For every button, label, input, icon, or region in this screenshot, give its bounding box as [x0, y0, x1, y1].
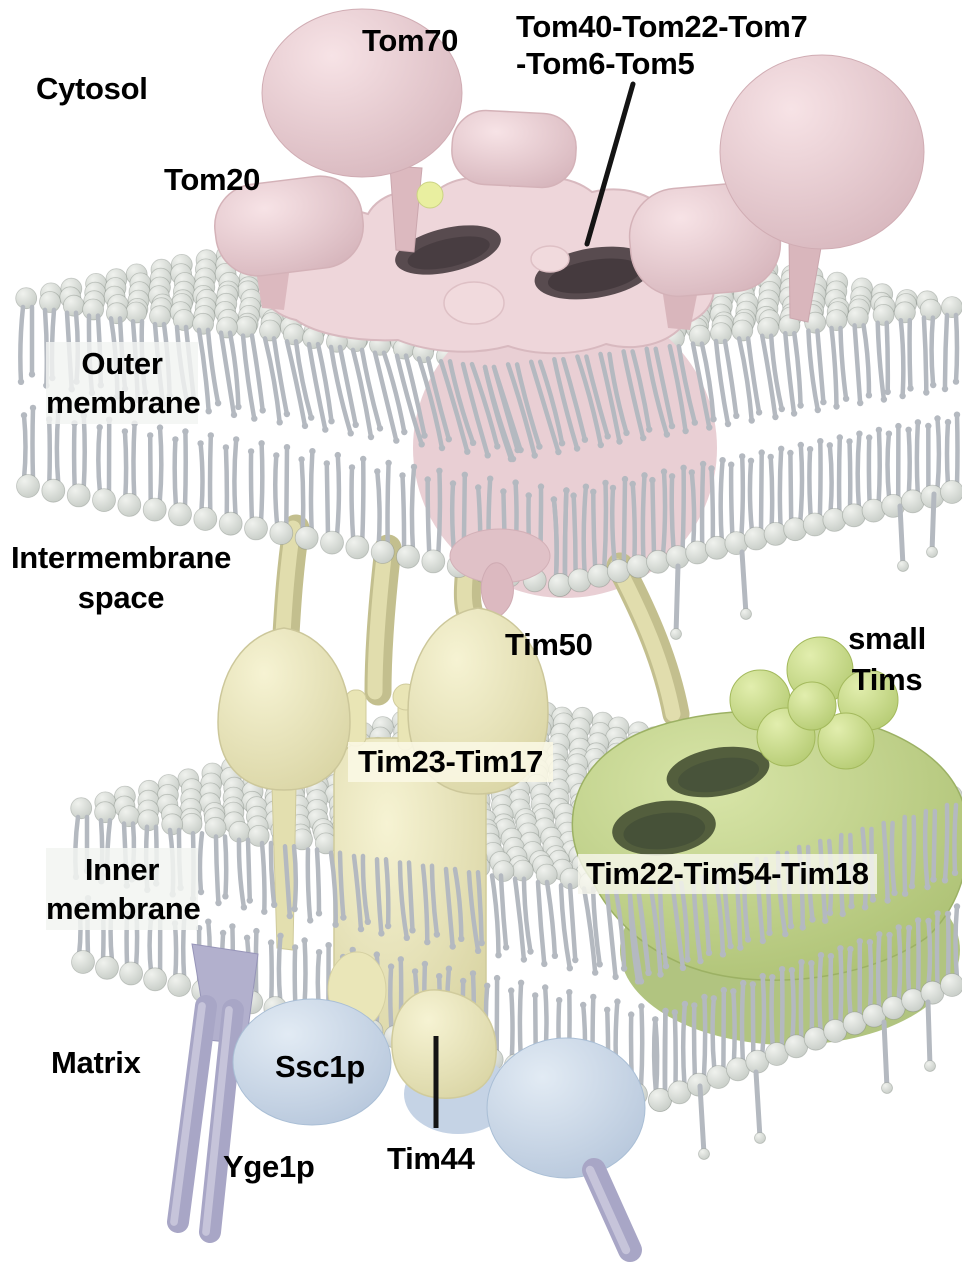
label-cytosol: Cytosol	[36, 71, 148, 106]
label-small-tims-line1: small	[848, 621, 926, 656]
tom70-stalk-left	[389, 165, 423, 253]
substrate-sphere	[416, 181, 444, 209]
yge1p-rod	[167, 995, 217, 1233]
label-tom40-complex: Tom40-Tom22-Tom7 -Tom6-Tom5	[516, 8, 808, 82]
label-tim50: Tim50	[505, 627, 593, 662]
tom70-domain-right	[719, 54, 925, 250]
tim22-pore-upper	[666, 746, 770, 798]
label-small-tims: small Tims	[836, 618, 938, 700]
tim22-pore-lower	[612, 800, 716, 856]
label-ssc1p: Ssc1p	[275, 1049, 365, 1084]
tom40-pore-left	[395, 225, 501, 275]
tom-small-subunit	[530, 245, 570, 273]
label-tom20: Tom20	[164, 162, 261, 197]
tom70-domain-left	[261, 8, 463, 178]
yge1p-rod	[199, 999, 244, 1243]
label-small-tims-line2: Tims	[851, 662, 923, 697]
label-intermembrane-space: Intermembrane space	[0, 538, 242, 618]
yge1p-rod-right	[582, 1158, 642, 1262]
tim44-protein	[391, 989, 497, 1099]
label-tim22-tim54-tim18: Tim22-Tim54-Tim18	[578, 854, 877, 894]
label-yge1p: Yge1p	[223, 1149, 315, 1184]
label-inner-membrane-line1: Inner	[84, 852, 160, 887]
outer-membrane-right-face	[482, 312, 962, 597]
label-inner-membrane-line2: membrane	[46, 891, 201, 926]
label-tim44: Tim44	[387, 1141, 475, 1176]
tom40-channel-bottom	[449, 528, 551, 619]
label-intermembrane-space-line1: Intermembrane	[10, 540, 232, 575]
tom-complex	[214, 8, 925, 355]
label-outer-membrane: Outer membrane	[46, 342, 201, 424]
label-matrix: Matrix	[51, 1045, 141, 1080]
tom-small-subunit	[443, 281, 505, 325]
label-tim23-tim17: Tim23-Tim17	[348, 742, 554, 782]
small-tims-cluster	[729, 636, 899, 770]
tom40-pointer-line	[584, 81, 636, 247]
matrix-proteins	[167, 943, 646, 1262]
inner-membrane-right-face	[627, 802, 962, 1112]
matrix-chaperone-right	[486, 1037, 646, 1179]
tom-receptor-stalk	[662, 288, 698, 330]
label-tom40-complex-line1: Tom40-Tom22-Tom7	[516, 9, 808, 44]
label-tom40-complex-line2: -Tom6-Tom5	[516, 46, 695, 81]
label-outer-membrane-line2: membrane	[46, 385, 201, 420]
ssc1p-chaperone	[232, 998, 392, 1126]
tim50-left	[217, 627, 351, 791]
label-inner-membrane: Inner membrane	[46, 848, 201, 930]
label-intermembrane-space-line2: space	[77, 580, 165, 615]
label-outer-membrane-line1: Outer	[81, 346, 163, 381]
loose-lipids-inner	[697, 999, 936, 1160]
loose-lipids-outer	[670, 491, 938, 640]
label-tom70: Tom70	[362, 23, 459, 58]
